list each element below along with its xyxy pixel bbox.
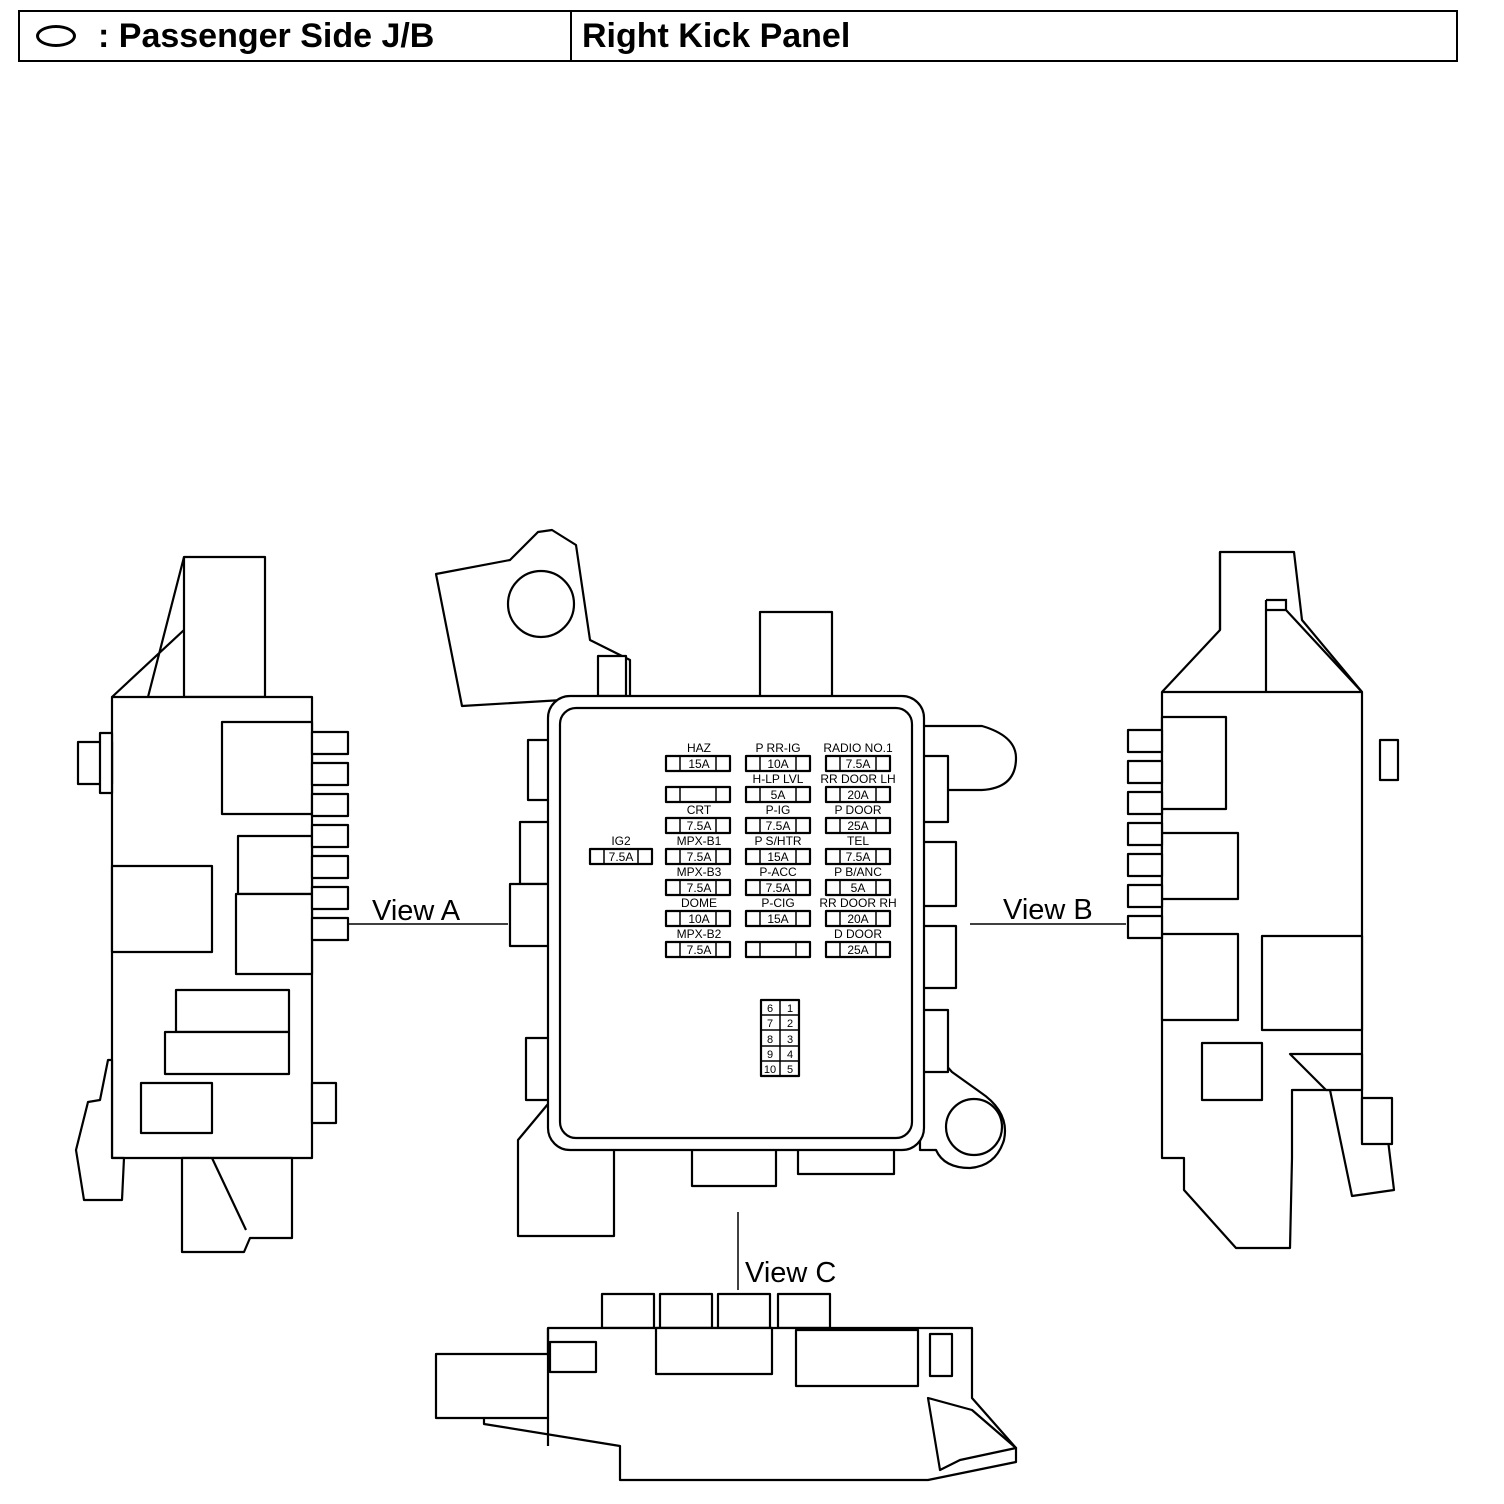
fuse-amperage: 15A (767, 912, 788, 926)
fuse-amperage: 15A (767, 850, 788, 864)
fuse-label: CRT (687, 803, 712, 817)
fuse-amperage: 20A (847, 912, 868, 926)
fuse-amperage: 7.5A (766, 881, 791, 895)
fuse-amperage: 10A (688, 912, 709, 926)
fuse-ig2 (588, 847, 654, 866)
fuse-mpx-b3 (664, 878, 732, 897)
fuse-label: RR DOOR RH (819, 896, 896, 910)
fuse-label: P S/HTR (754, 834, 801, 848)
relay-terminal: 7 (767, 1018, 773, 1030)
fuse-label: RR DOOR LH (820, 772, 895, 786)
fuse-radio-no1 (824, 754, 892, 773)
fuse-label: H-LP LVL (753, 772, 804, 786)
fuse-haz (664, 754, 732, 773)
fuse-tel (824, 847, 892, 866)
view-a-label: View A (372, 895, 461, 927)
fuse-amperage: 5A (771, 788, 786, 802)
fuse-amperage: 25A (847, 943, 868, 957)
fuse-blank-1 (664, 785, 732, 804)
fuse-label: MPX-B3 (677, 865, 722, 879)
header-bar: : Passenger Side J/B Right Kick Panel (18, 10, 1458, 62)
oval-icon (36, 25, 76, 47)
fuse-amperage: 5A (851, 881, 866, 895)
fuse-amperage: 10A (767, 757, 788, 771)
fuse-label: P-IG (766, 803, 791, 817)
fuse-label: P RR-IG (755, 741, 800, 755)
fuse-p-b-anc (824, 878, 892, 897)
fuse-p-door (824, 816, 892, 835)
relay-terminal: 6 (767, 1003, 773, 1015)
location-title: Right Kick Panel (572, 12, 850, 60)
fuse-p-acc (744, 878, 812, 897)
fuse-p-cig (744, 909, 812, 928)
fuse-label: DOME (681, 896, 717, 910)
relay-terminal: 3 (787, 1034, 793, 1046)
fuse-d-door (824, 940, 892, 959)
fuse-label: HAZ (687, 741, 711, 755)
fuse-slots (588, 754, 892, 959)
relay-terminal: 2 (787, 1018, 793, 1030)
view-a-side-drawing (74, 555, 350, 1254)
junction-block-label: : Passenger Side J/B (98, 16, 435, 55)
fuse-amperage: 7.5A (687, 943, 712, 957)
fuse-crt (664, 816, 732, 835)
fuse-rr-door-rh (824, 909, 892, 928)
fuse-amperage: 7.5A (687, 819, 712, 833)
fuse-amperage: 7.5A (766, 819, 791, 833)
fuse-amperage: 7.5A (846, 850, 871, 864)
relay-connector: 6 1 7 2 8 3 9 4 10 5 (759, 998, 801, 1078)
view-c-label: View C (745, 1257, 836, 1289)
view-c-side-drawing (434, 1292, 1018, 1482)
fuse-blank-2 (744, 940, 812, 959)
fuse-labels: HAZ 15A CRT 7.5A MPX-B1 7.5A MPX-B3 7.5A… (609, 741, 897, 957)
fuse-amperage: 7.5A (687, 881, 712, 895)
junction-block-title: : Passenger Side J/B (20, 12, 572, 60)
fuse-p-s-htr (744, 847, 812, 866)
fuse-h-lp-lvl (744, 785, 812, 804)
relay-terminal: 8 (767, 1034, 773, 1046)
fuse-label: P DOOR (834, 803, 881, 817)
fuse-mpx-b2 (664, 940, 732, 959)
relay-terminal: 1 (787, 1003, 793, 1015)
fuse-amperage: 20A (847, 788, 868, 802)
fuse-label: IG2 (611, 834, 631, 848)
view-b-label: View B (1003, 894, 1093, 926)
fuse-amperage: 7.5A (687, 850, 712, 864)
fuse-amperage: 7.5A (846, 757, 871, 771)
fuse-amperage: 7.5A (609, 850, 634, 864)
relay-terminal: 10 (764, 1064, 776, 1076)
view-b-side-drawing (1126, 550, 1400, 1250)
fuse-label: P B/ANC (834, 865, 882, 879)
relay-terminal: 9 (767, 1049, 773, 1061)
relay-terminal: 4 (787, 1049, 793, 1061)
fuse-amperage: 25A (847, 819, 868, 833)
location-label: Right Kick Panel (582, 16, 851, 55)
fuse-dome (664, 909, 732, 928)
fuse-amperage: 15A (688, 757, 709, 771)
fuse-label: P-ACC (759, 865, 797, 879)
fuse-label: MPX-B2 (677, 927, 722, 941)
fuse-mpx-b1 (664, 847, 732, 866)
fuse-rr-door-lh (824, 785, 892, 804)
fuse-label: P-CIG (761, 896, 794, 910)
fuse-p-rr-ig (744, 754, 812, 773)
fuse-p-ig (744, 816, 812, 835)
fuse-block-body (434, 528, 1018, 1238)
relay-terminal: 5 (787, 1064, 793, 1076)
fuse-label: MPX-B1 (677, 834, 722, 848)
fuse-label: D DOOR (834, 927, 882, 941)
fuse-label: RADIO NO.1 (823, 741, 893, 755)
fuse-label: TEL (847, 834, 869, 848)
